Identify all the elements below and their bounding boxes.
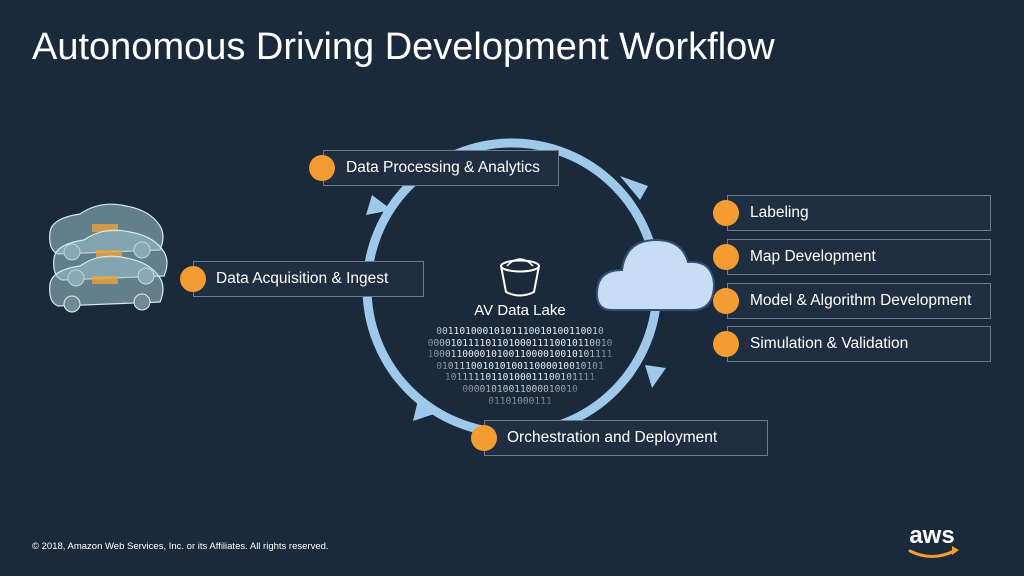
task-label: Model & Algorithm Development — [750, 292, 972, 309]
task-labeling: Labeling — [727, 195, 991, 231]
page-title: Autonomous Driving Development Workflow — [32, 26, 775, 68]
aws-smile-icon — [908, 546, 959, 558]
step-marker-dot — [309, 155, 335, 181]
step-marker-dot — [180, 266, 206, 292]
step-orchestration: Orchestration and Deployment — [484, 420, 768, 456]
task-marker-dot — [713, 331, 739, 357]
aws-logo-text: aws — [909, 522, 955, 549]
cycle-arrow-head-left — [366, 195, 392, 215]
task-label: Labeling — [750, 204, 809, 221]
task-map-development: Map Development — [727, 239, 991, 275]
task-marker-dot — [713, 244, 739, 270]
task-label: Map Development — [750, 248, 876, 265]
task-marker-dot — [713, 288, 739, 314]
cycle-arrow-head-bottom-left — [413, 400, 440, 421]
step-data-processing: Data Processing & Analytics — [323, 150, 559, 186]
binary-row: 01011100101010011000010010101 — [436, 360, 604, 372]
binary-row: 00110100010101110010100110010 — [436, 326, 604, 337]
cycle-arrow-head-top-right — [620, 176, 648, 200]
task-marker-dot — [713, 200, 739, 226]
task-simulation-validation: Simulation & Validation — [727, 326, 991, 362]
binary-row: 00001010011000010010 — [462, 383, 578, 395]
binary-row: 10001100001010011000010010101111 — [427, 349, 613, 361]
task-label: Simulation & Validation — [750, 335, 909, 352]
copyright-footer: © 2018, Amazon Web Services, Inc. or its… — [32, 541, 329, 552]
step-marker-dot — [471, 425, 497, 451]
binary-row: 00001011110110100011110010110010 — [427, 337, 613, 349]
binary-stream: 00110100010101110010100110010 0000101111… — [408, 326, 632, 416]
task-model-algorithm: Model & Algorithm Development — [727, 283, 991, 319]
autonomous-cars-icon — [49, 203, 168, 313]
step-label: Orchestration and Deployment — [507, 429, 718, 446]
cycle-arrow-head-right — [645, 365, 666, 388]
cloud-icon — [595, 238, 716, 311]
step-label: Data Processing & Analytics — [346, 159, 540, 176]
binary-row: 01101000111 — [488, 395, 552, 407]
bucket-icon — [500, 258, 540, 297]
step-data-acquisition: Data Acquisition & Ingest — [193, 261, 424, 297]
binary-row: 10111110110100011100101111 — [444, 372, 596, 384]
step-label: Data Acquisition & Ingest — [216, 270, 389, 287]
aws-logo: aws — [902, 522, 962, 562]
data-lake-label: AV Data Lake — [474, 302, 566, 319]
